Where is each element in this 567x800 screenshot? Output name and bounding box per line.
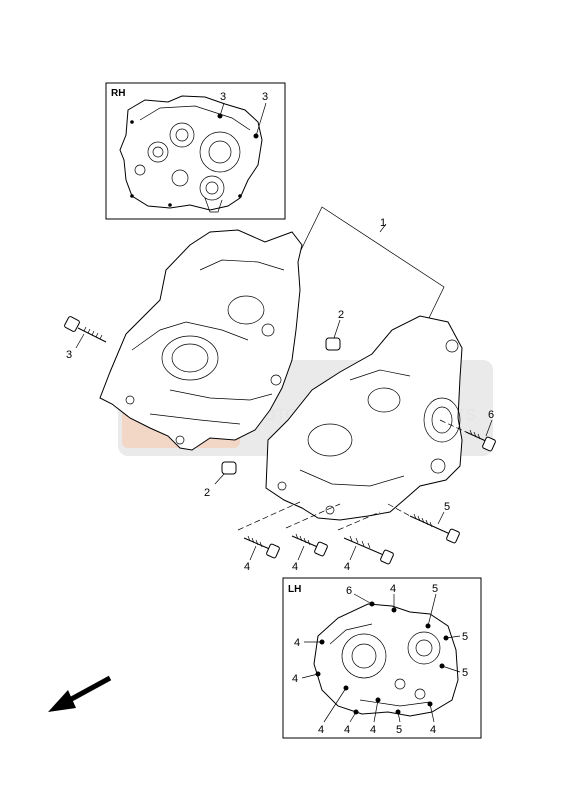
lh-callout-4-bottom-3: 4 — [370, 724, 376, 736]
lh-callout-4-bottom-4: 4 — [430, 724, 436, 736]
dowel-pin-upper — [325, 337, 341, 351]
right-crankcase-half — [99, 229, 303, 451]
lh-callout-5-right-lower: 5 — [462, 667, 468, 679]
lh-inset-frame — [282, 577, 482, 739]
main-callout-4a: 4 — [244, 561, 250, 573]
rh-callout-3b: 3 — [262, 91, 268, 103]
main-callout-2-lower: 2 — [204, 487, 210, 499]
lh-callout-6: 6 — [346, 585, 352, 597]
bolt-4-b — [291, 533, 328, 557]
lh-crankcase-outline — [313, 603, 459, 717]
lh-inset: LH — [282, 577, 482, 739]
main-callout-4c: 4 — [344, 561, 350, 573]
lh-callout-5-top: 5 — [432, 583, 438, 595]
lh-inset-label: LH — [288, 584, 301, 595]
lh-callout-5-bottom: 5 — [396, 724, 402, 736]
main-assembly: 1 — [64, 206, 496, 573]
bolt-4-c — [343, 535, 394, 565]
main-callout-3: 3 — [66, 349, 72, 361]
rh-callout-3a: 3 — [220, 91, 226, 103]
bolt-3 — [64, 316, 107, 343]
lh-callout-4-bottom-2: 4 — [344, 724, 350, 736]
rh-inset-label: RH — [111, 88, 125, 99]
rh-inset: RH 3 3 — [105, 82, 286, 220]
lh-callout-4-bottom-1: 4 — [318, 724, 324, 736]
arrow-down-left-icon — [48, 675, 112, 712]
lh-callout-5-right-upper: 5 — [462, 631, 468, 643]
main-callout-6: 6 — [488, 409, 494, 421]
bolt-4-a — [243, 535, 280, 559]
bolt-6 — [465, 429, 496, 452]
bolt-5 — [409, 513, 460, 544]
dowel-pin-lower — [221, 461, 237, 475]
lh-callout-4-left-lower: 4 — [292, 673, 298, 685]
main-callout-1: 1 — [380, 217, 386, 229]
lh-callout-4-left-upper: 4 — [294, 637, 300, 649]
main-callout-5: 5 — [444, 501, 450, 513]
rh-inset-frame — [105, 82, 286, 220]
rh-crankcase-outline — [119, 95, 263, 213]
main-callout-4b: 4 — [292, 561, 298, 573]
lh-callout-4-top: 4 — [390, 583, 396, 595]
main-callout-2-upper: 2 — [338, 309, 344, 321]
left-crankcase-half — [265, 315, 463, 521]
